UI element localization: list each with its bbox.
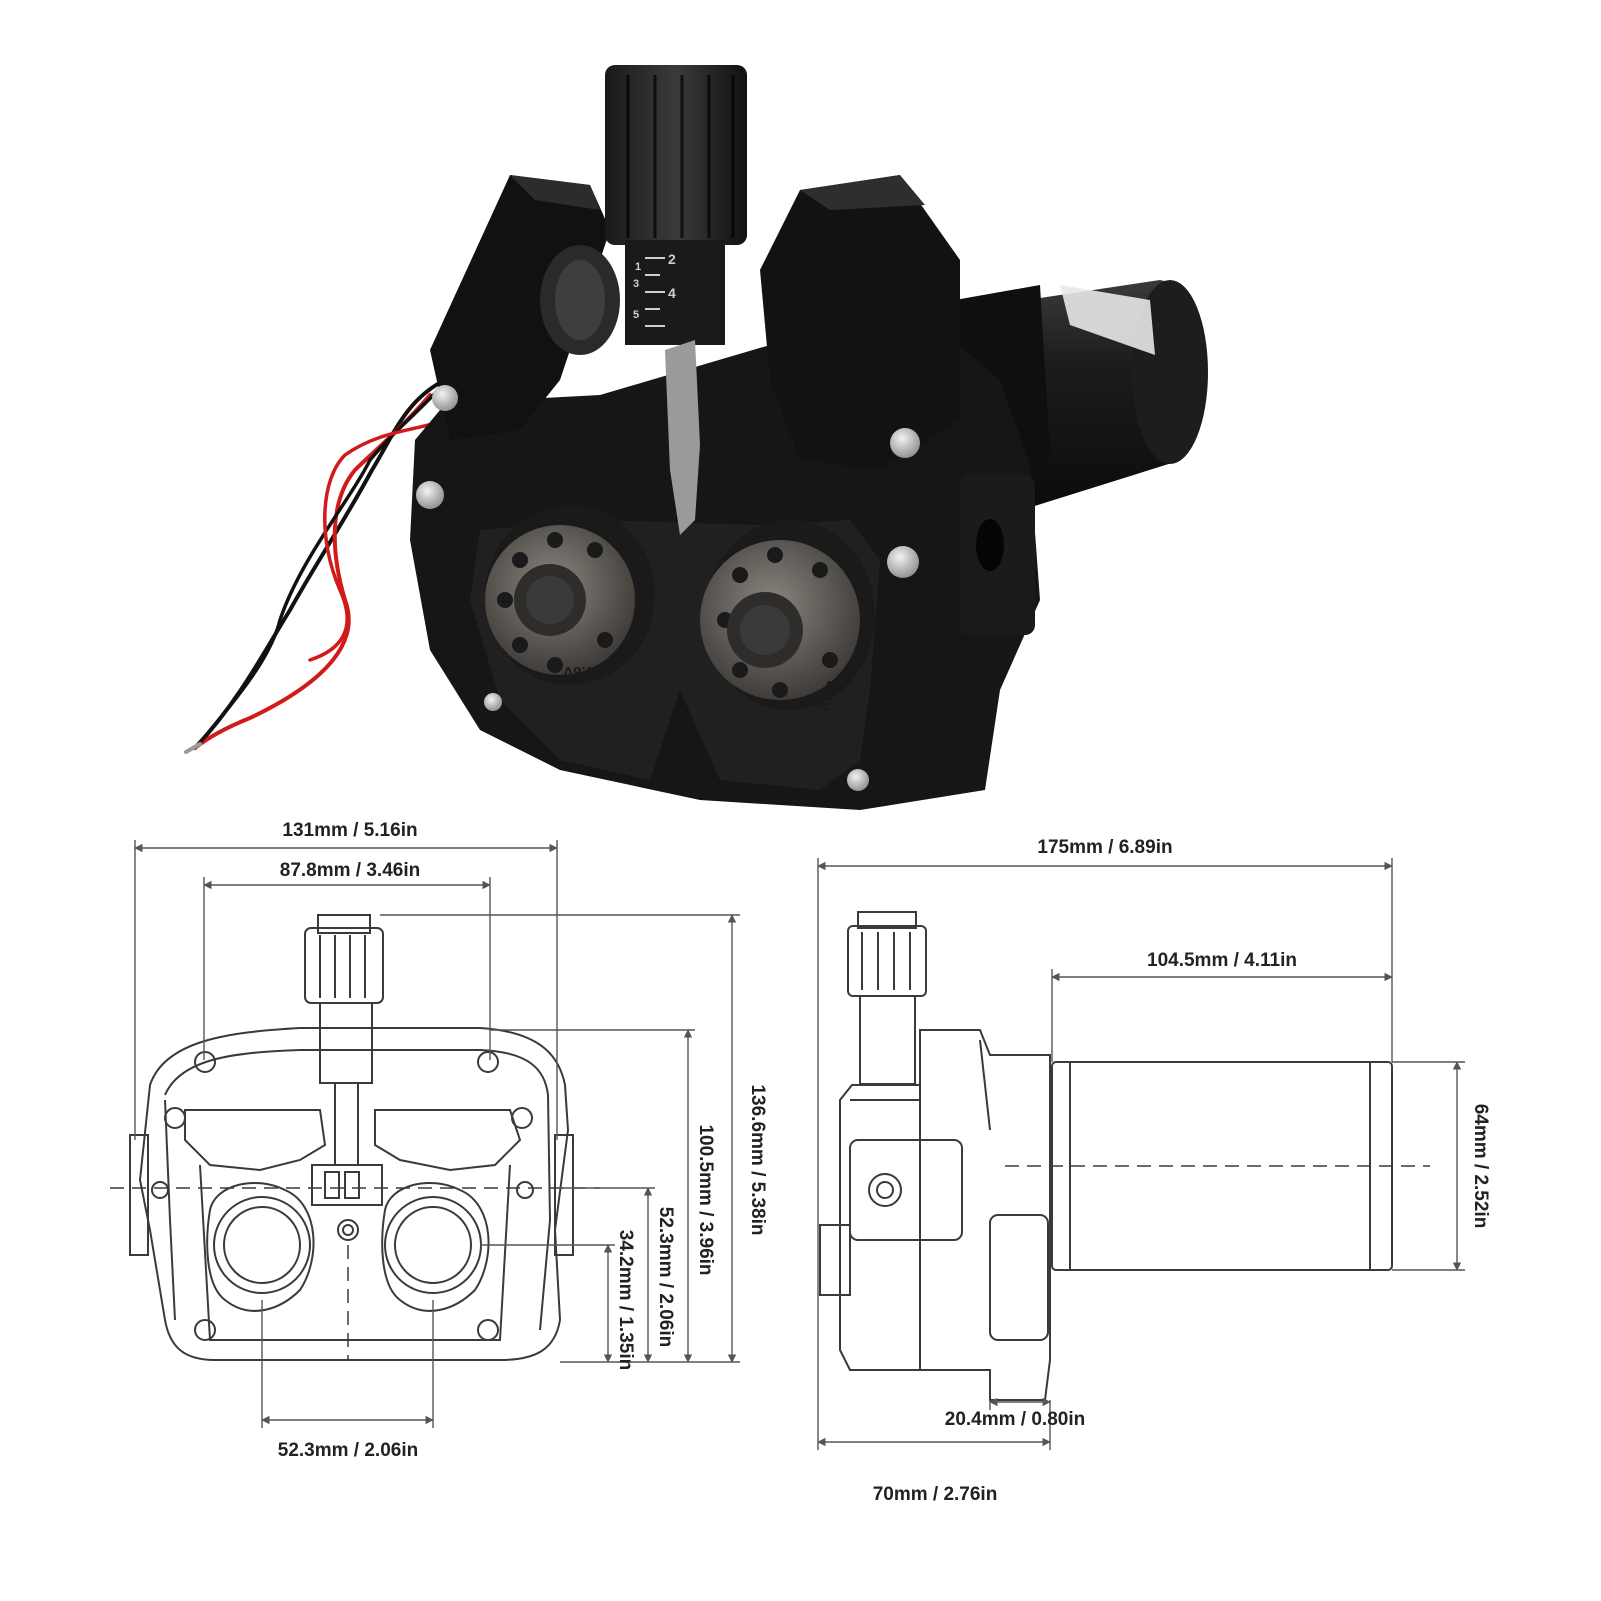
dim-overall-height: 136.6mm / 5.38in [747,1084,768,1235]
pressure-bearing [540,245,620,355]
dim-roller-center-height: 34.2mm / 1.35in [615,1230,636,1370]
wire-leads [184,378,447,754]
screw-icon [887,546,919,578]
drive-roller-left: 0.8V [485,505,655,685]
screw-icon [432,385,458,411]
knob-scale-mark-2: 2 [668,251,676,267]
screw-icon [847,769,869,791]
screw-icon [890,428,920,458]
dim-mount-height: 100.5mm / 3.96in [695,1124,716,1275]
dim-motor-diameter: 64mm / 2.52in [1470,1104,1491,1229]
dim-overall-width: 131mm / 5.16in [282,820,417,841]
tension-knob: 1 2 3 4 5 [605,65,747,535]
dim-gearbox-depth: 70mm / 2.76in [873,1484,998,1505]
knob-scale-mark-5: 5 [633,309,639,321]
front-view-drawing [110,914,600,1361]
housing-screws [416,385,920,791]
dim-gearbox-offset: 20.4mm / 0.80in [945,1409,1085,1430]
dim-roller-spacing: 52.3mm / 2.06in [278,1440,418,1461]
dim-overall-length: 175mm / 6.89in [1037,837,1172,858]
screw-icon [416,481,444,509]
knob-scale-mark-1: 1 [635,261,641,273]
dim-mount-hole-spacing: 87.8mm / 3.46in [280,860,420,881]
screw-icon [484,693,502,711]
drive-roller-right: 0.8V [700,520,875,713]
product-photo: 1 2 3 4 5 0.8V [184,65,1208,810]
dim-motor-length: 104.5mm / 4.11in [1147,950,1297,971]
side-view-drawing [819,911,1430,1401]
side-view-dimension-lines [817,858,1465,1450]
knob-scale-mark-3: 3 [633,278,639,290]
roller-marking-left: 0.8V [563,663,594,680]
dim-axis-height: 52.3mm / 2.06in [655,1207,676,1347]
knob-scale-mark-4: 4 [668,285,676,301]
front-view-dimension-lines [134,840,740,1428]
